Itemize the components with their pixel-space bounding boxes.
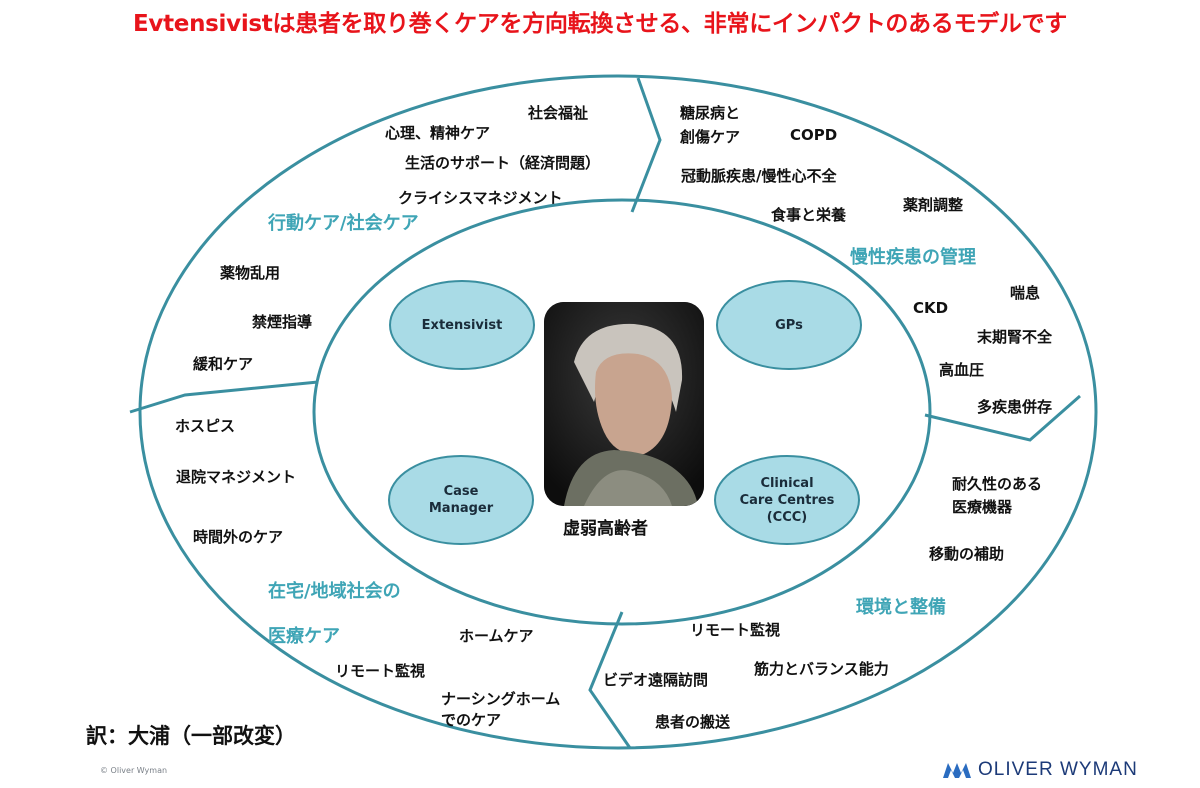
section-heading-home-2: 医療ケア (268, 626, 340, 647)
inner-ring (312, 198, 932, 626)
item-remote-monitoring-left: リモート監視 (335, 662, 426, 680)
divider-left (129, 380, 319, 414)
divider-top (630, 77, 662, 213)
item-social-welfare: 社会福祉 (528, 104, 589, 122)
node-gps-circle (716, 280, 862, 370)
item-durable-equipment-2: 医療機器 (952, 498, 1013, 516)
item-home-care: ホームケア (459, 627, 534, 645)
section-heading-behavioral: 行動ケア/社会ケア (268, 213, 419, 234)
item-hospice: ホスピス (175, 417, 236, 435)
item-nursing-home-1: ナーシングホーム (441, 690, 561, 708)
item-copd: COPD (790, 126, 838, 144)
node-case-manager: Case Manager (428, 484, 494, 516)
item-wound-care: 創傷ケア (680, 128, 741, 146)
brand-logo: OLIVER WYMAN (942, 759, 1138, 781)
item-crisis-management: クライシスマネジメント (398, 189, 563, 207)
item-smoking-cessation: 禁煙指導 (252, 313, 313, 331)
divider-bottom (588, 611, 632, 749)
item-patient-transport: 患者の搬送 (655, 713, 731, 731)
oliver-wyman-logo-icon (943, 763, 971, 778)
item-medication: 薬剤調整 (903, 196, 964, 214)
node-gps: GPs (775, 317, 803, 333)
node-extensivist-circle (389, 280, 535, 370)
outer-ring (138, 74, 1098, 750)
section-heading-chronic: 慢性疾患の管理 (850, 247, 976, 268)
item-strength-balance: 筋力とバランス能力 (754, 660, 889, 678)
translator-credit: 訳：大浦（一部改変） (86, 724, 296, 748)
item-durable-equipment-1: 耐久性のある (952, 475, 1043, 493)
item-esrd: 末期腎不全 (977, 328, 1053, 346)
portrait-illustration (544, 302, 704, 506)
item-life-support: 生活のサポート（経済問題） (405, 154, 601, 172)
item-ckd: CKD (913, 299, 949, 317)
node-clinical-care-centres: Clinical Care Centres (CCC) (739, 475, 835, 525)
section-heading-environment: 環境と整備 (856, 597, 946, 618)
page-title: Evtensivistは患者を取り巻くケアを方向転換させる、非常にインパクトのあ… (132, 11, 1067, 37)
item-mental-care: 心理、精神ケア (385, 124, 491, 142)
item-substance-abuse: 薬物乱用 (220, 264, 281, 282)
item-asthma: 喘息 (1010, 284, 1041, 302)
section-heading-home-1: 在宅/地域社会の (268, 581, 401, 602)
item-nursing-home-2: でのケア (441, 711, 502, 729)
item-multimorbidity: 多疾患併存 (977, 398, 1053, 416)
item-diabetes: 糖尿病と (680, 104, 741, 122)
item-after-hours-care: 時間外のケア (193, 528, 284, 546)
brand-name: OLIVER WYMAN (978, 759, 1138, 780)
node-ccc-circle (714, 455, 860, 545)
copyright-notice: © Oliver Wyman (100, 766, 168, 775)
item-hypertension: 高血圧 (939, 361, 985, 379)
item-cad-chf: 冠動脈疾患/慢性心不全 (681, 167, 837, 185)
item-remote-monitoring-right: リモート監視 (690, 621, 781, 639)
node-case-manager-circle (388, 455, 534, 545)
item-nutrition: 食事と栄養 (771, 206, 847, 224)
node-extensivist: Extensivist (421, 317, 503, 333)
item-video-visit: ビデオ遠隔訪問 (603, 671, 709, 689)
center-label: 虚弱高齢者 (563, 519, 648, 539)
elderly-patient-photo (544, 302, 704, 506)
item-discharge-management: 退院マネジメント (176, 468, 297, 486)
divider-right (924, 394, 1081, 442)
item-mobility-aid: 移動の補助 (929, 545, 1005, 563)
item-palliative-care: 緩和ケア (193, 355, 254, 373)
